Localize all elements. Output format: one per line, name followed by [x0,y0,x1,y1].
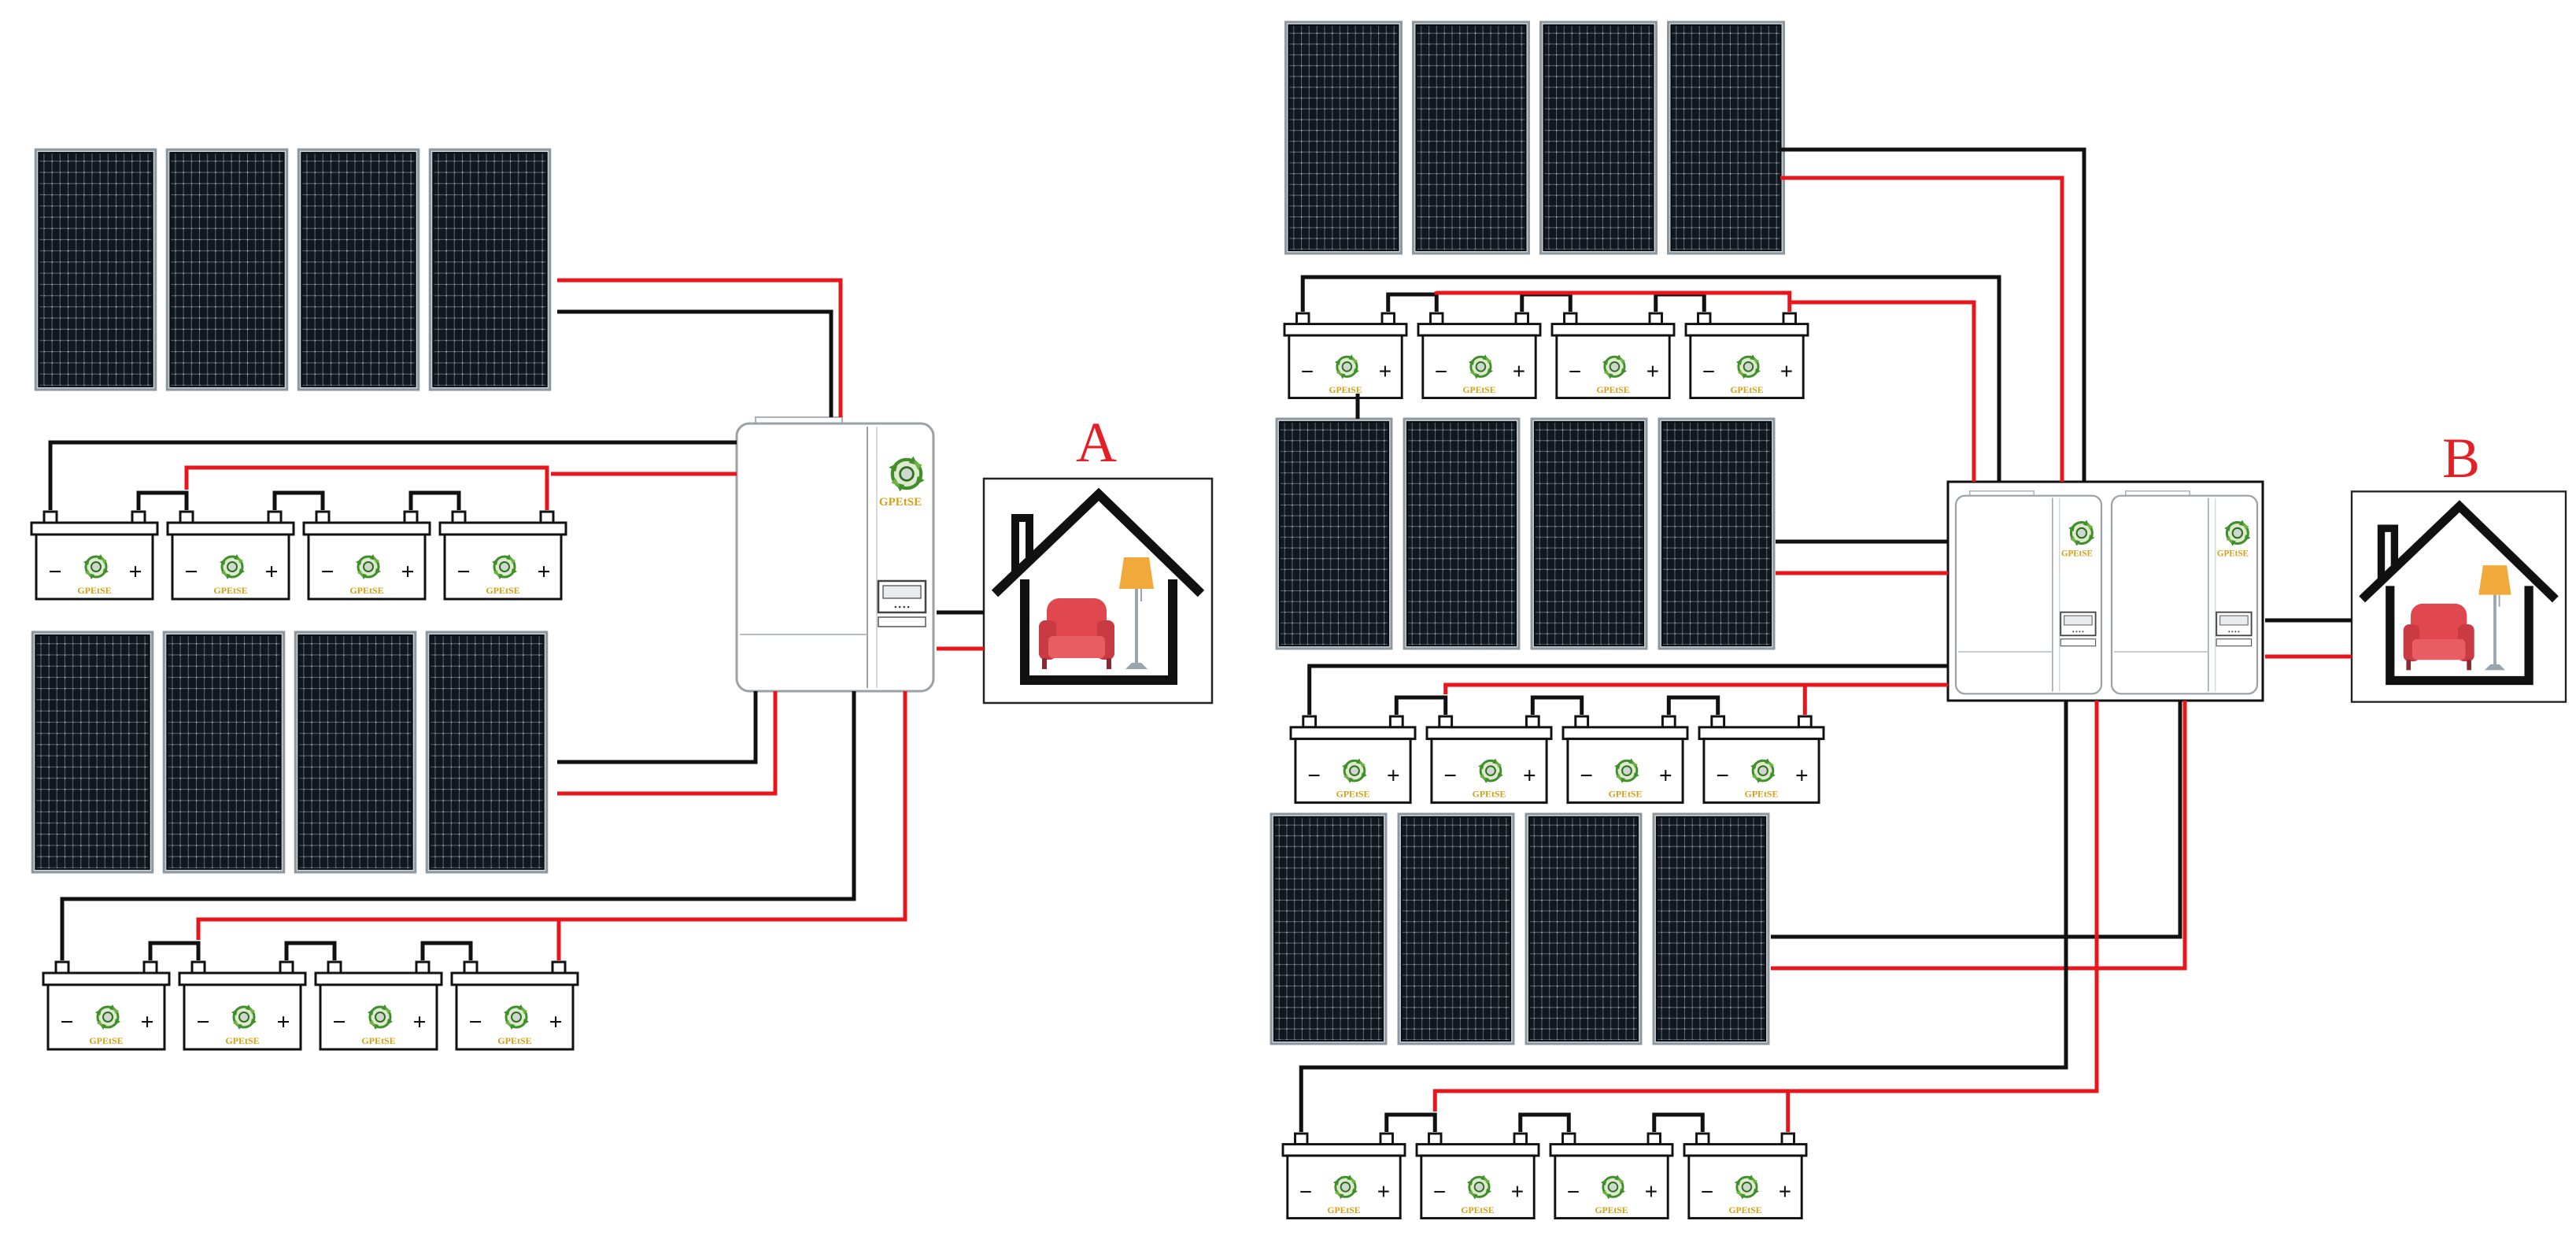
solar-panel-icon [1539,20,1658,255]
inverter-icon [2112,491,2257,694]
battery-icon [1418,313,1540,398]
solar-panel-icon [1284,20,1403,255]
negative-wire [557,309,833,417]
solar-panel-icon [1403,417,1521,650]
negative-wire [1299,701,2068,1132]
solar-panel-icon [1412,20,1530,255]
battery-icon [316,962,442,1049]
series-link-wire [136,490,189,510]
system-a [31,148,1212,1049]
battery-icon [1417,1134,1539,1219]
solar-panel-icon [34,148,157,391]
battery-icon [1427,716,1551,803]
negative-wire [1307,664,1948,715]
solar-panel-icon [294,631,417,874]
battery-icon [1291,716,1415,803]
positive-wire [559,691,907,922]
system-b [1270,20,2566,1219]
battery-icon [1684,1134,1806,1219]
solar-panel-icon [1397,812,1515,1045]
solar-panel-icon [1525,812,1643,1045]
battery-icon [43,962,169,1049]
series-link-wire [1652,1112,1705,1132]
solar-panel-icon [1530,417,1648,650]
battery-icon [1699,716,1824,803]
series-link-wire [1394,695,1448,715]
solar-panel-icon [1667,20,1785,255]
label-a: A [1076,411,1117,474]
battery-icon [1550,1134,1672,1219]
negative-wire [1780,147,2086,482]
inverter-icon [1956,491,2101,694]
positive-wire [1434,290,1792,312]
battery-icon [179,962,305,1049]
solar-panel-icon [1658,417,1776,650]
battery-icon [304,512,430,599]
battery-icon [1686,313,1808,398]
positive-wire [196,917,561,960]
positive-wire [1789,300,1976,482]
negative-wire [1300,275,2001,482]
series-link-wire [1530,695,1584,715]
solar-panel-icon [31,631,154,874]
battery-icon [31,512,157,599]
solar-panel-icon [297,148,420,391]
series-link-wire [1384,1112,1437,1132]
negative-wire [60,691,856,960]
solar-panel-icon [1652,812,1770,1045]
series-link-wire [1386,292,1439,312]
positive-wire [1771,701,2187,971]
series-link-wire [408,490,461,510]
battery-icon [452,962,578,1049]
series-link-wire [1520,292,1573,312]
label-b: B [2442,427,2480,490]
solar-panel-icon [428,148,552,391]
battery-icon [1552,313,1674,398]
positive-wire [557,691,778,796]
series-link-wire [1654,292,1706,312]
positive-wire [1780,176,2064,482]
battery-icon [1563,716,1687,803]
negative-wire [48,440,737,510]
positive-wire [184,465,549,510]
house-icon [2352,491,2566,701]
solar-panel-icon [425,631,549,874]
solar-panel-icon [165,148,289,391]
series-link-wire [1666,695,1720,715]
positive-wire [1443,682,1807,715]
negative-wire [1771,701,2182,939]
positive-wire [557,278,843,417]
series-link-wire [420,941,473,960]
solar-panel-icon [1275,417,1393,650]
series-link-wire [272,490,325,510]
positive-wire [1787,701,2099,1093]
solar-panel-icon [1270,812,1388,1045]
solar-panel-icon [162,631,286,874]
positive-wire [1432,1089,1791,1132]
battery-icon [168,512,294,599]
battery-icon [1284,313,1406,398]
battery-icon [1283,1134,1405,1219]
battery-icon [440,512,566,599]
negative-wire [557,691,758,764]
series-link-wire [148,941,201,960]
inverter-icon [737,417,933,691]
series-link-wire [1518,1112,1571,1132]
house-icon [984,479,1212,703]
series-link-wire [284,941,337,960]
